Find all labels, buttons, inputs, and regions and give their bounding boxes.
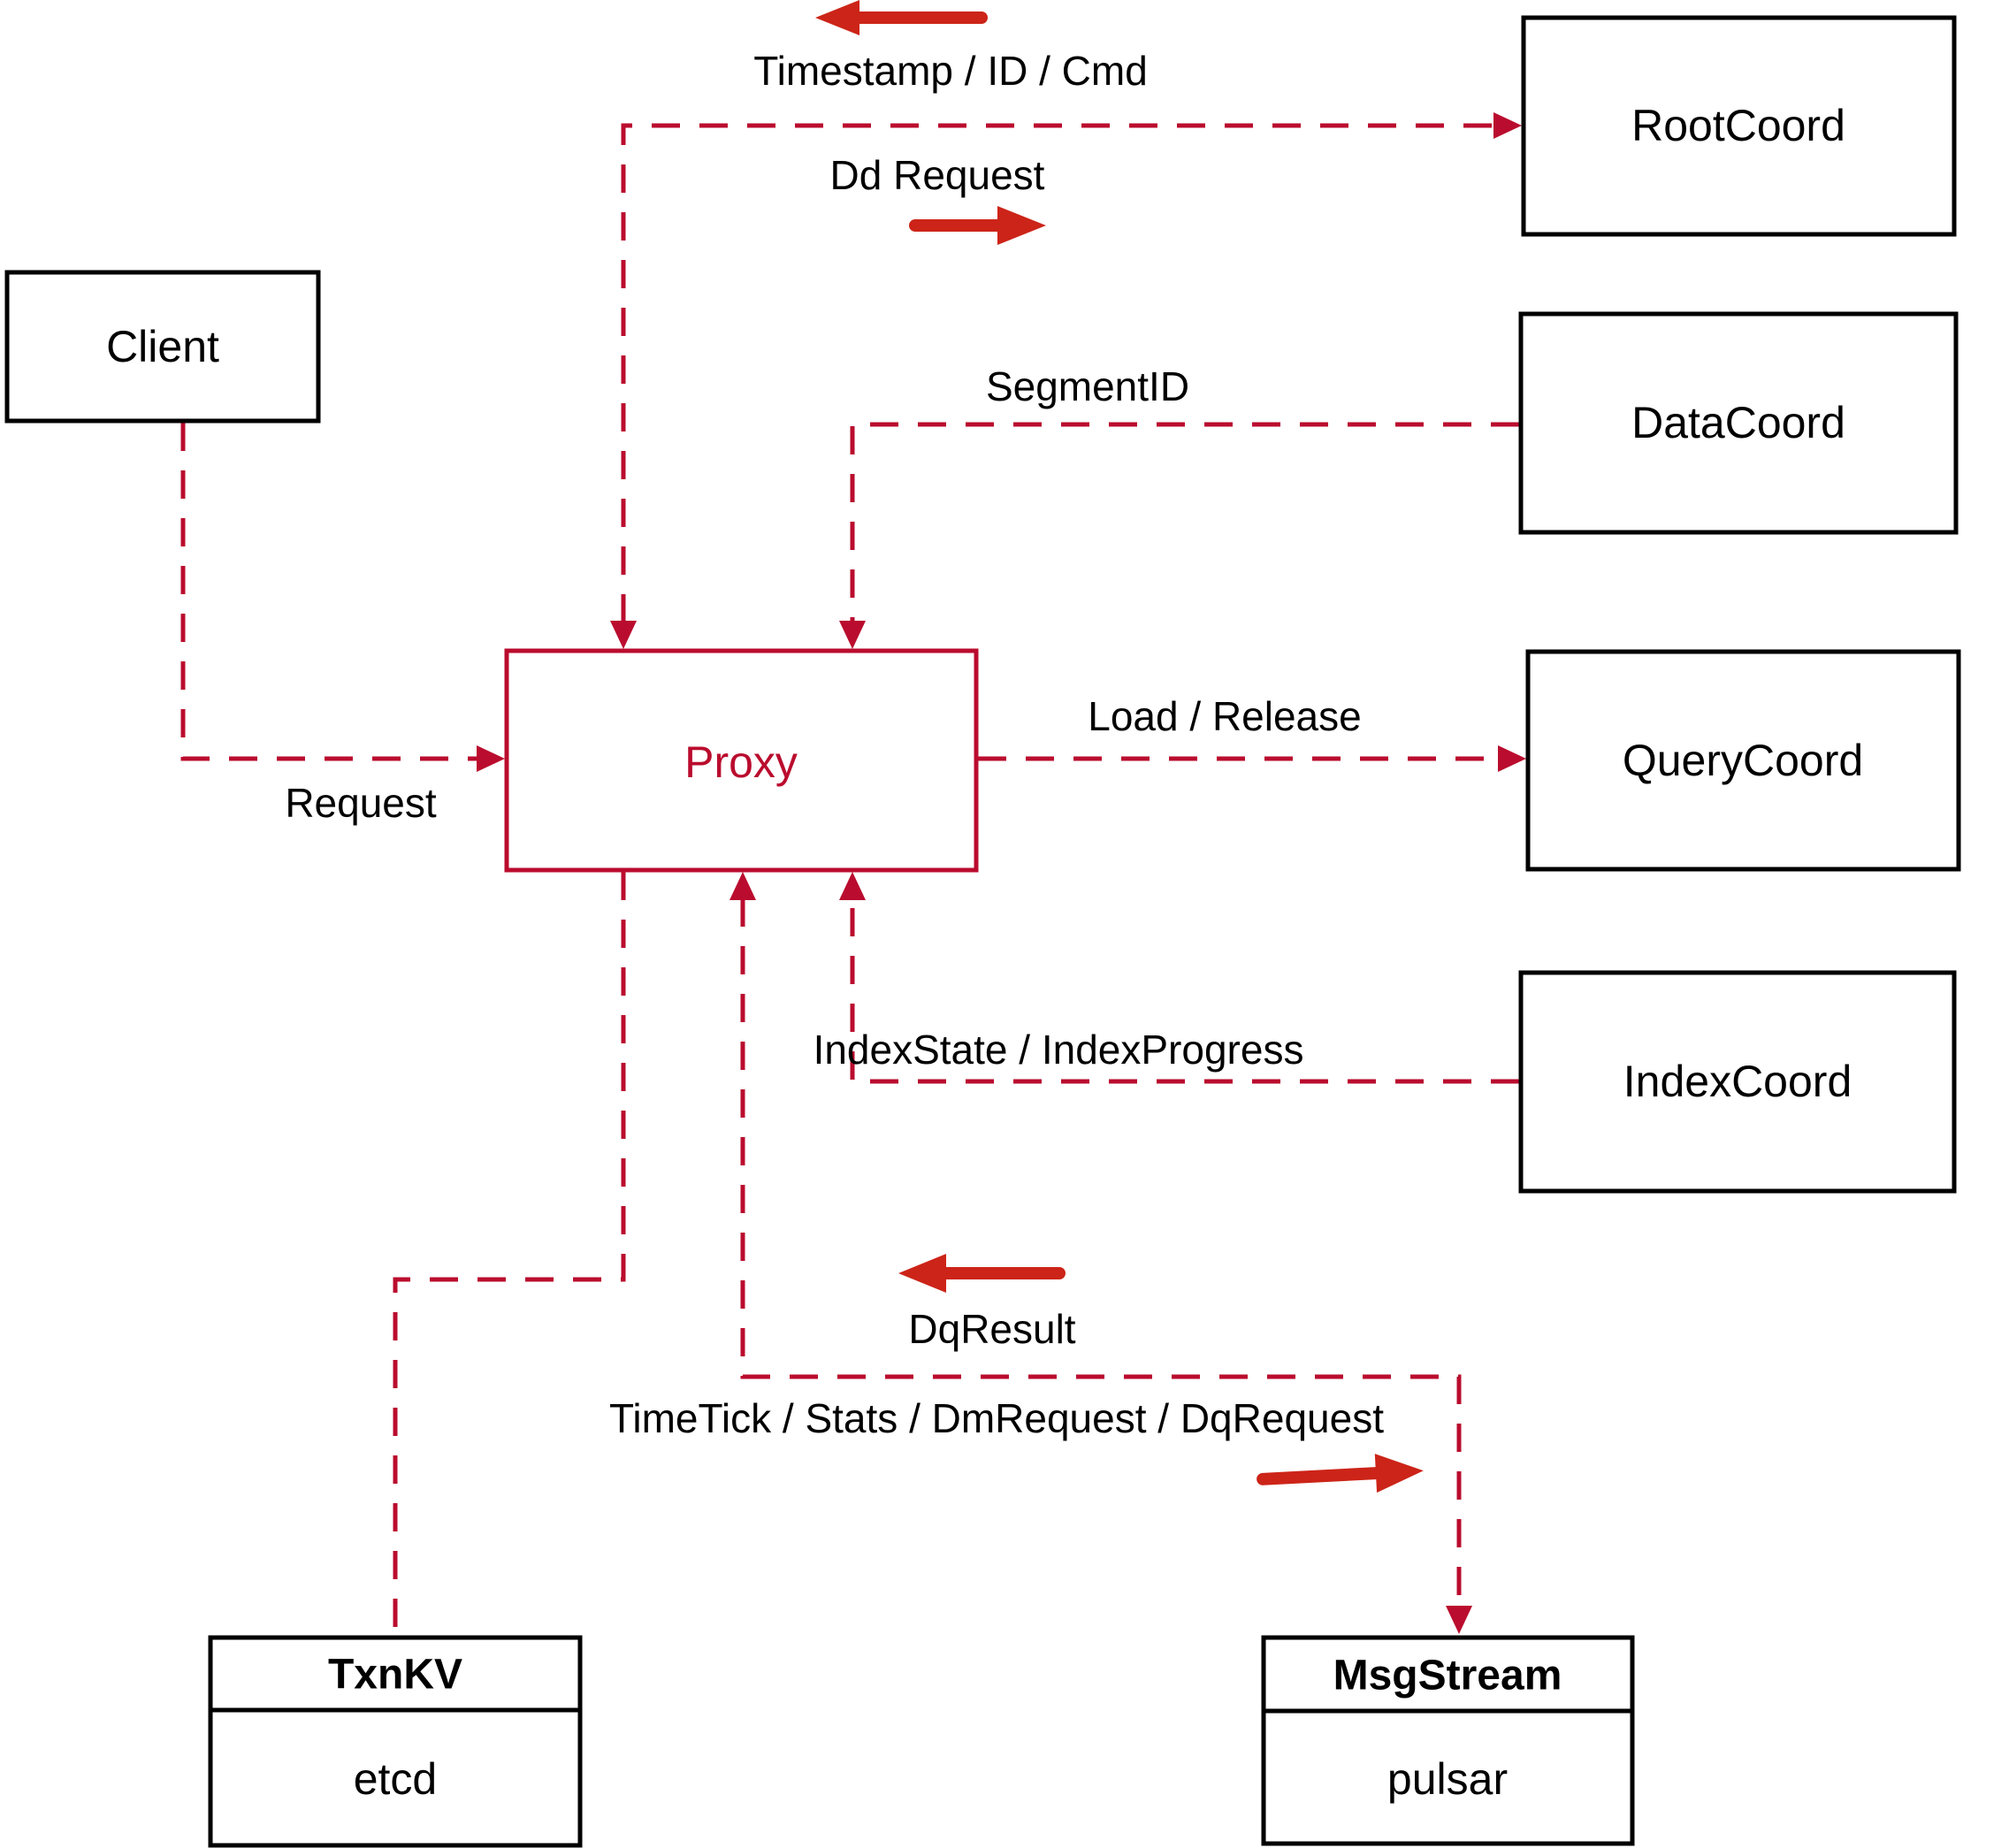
arrowhead-into-querycoord-icon [1498,745,1526,772]
arrowhead-into-proxy-top-icon [839,621,866,649]
txnkv-box [208,1635,583,1848]
arrowhead-into-proxy-bottom-icon [730,872,756,900]
edge-client-proxy [180,423,505,772]
edge-datacoord-proxy-line [850,422,1519,622]
edge-label-request: Request [285,780,437,826]
edge-datacoord-proxy [839,422,1519,649]
flow-arrow-head [1374,1454,1424,1493]
edge-label-indexstate-indexprogress: IndexState / IndexProgress [814,1027,1304,1073]
flow-right-arrow-dd-request-icon [909,206,1046,245]
flow-arrow-head [815,0,859,35]
edge-label-dqresult: DqResult [908,1306,1075,1352]
node-client: Client [4,270,321,424]
edge-label-load-release: Load / Release [1088,693,1361,739]
edge-label-dd-request: Dd Request [830,152,1045,198]
flow-left-arrow-timestamp-icon [815,0,988,35]
edge-proxy-txnkv-line [393,872,626,1636]
edge-proxy-rootcoord-line [621,123,1503,622]
arrowhead-into-proxy-bottom-icon [839,872,866,900]
txnkv-title: TxnKV [328,1652,462,1699]
node-txnkv: TxnKV etcd [208,1635,583,1848]
proxy-box [504,648,979,873]
edge-client-proxy-line [180,423,485,761]
msgstream-title: MsgStream [1333,1653,1562,1699]
arrowhead-into-msgstream-icon [1446,1606,1472,1634]
edge-label-timetick-stats-dmrequest-dqrequest: TimeTick / Stats / DmRequest / DqRequest [609,1395,1384,1441]
node-datacoord: DataCoord [1518,311,1959,535]
flow-arrow-shaft [1257,1467,1382,1485]
edge-proxy-querycoord [978,745,1526,772]
flow-left-arrow-dqresult-icon [898,1254,1066,1293]
indexcoord-box [1518,970,1957,1194]
edge-label-segmentid: SegmentID [986,363,1189,409]
edge-proxy-msgstream-line [740,898,1462,1615]
arrowhead-into-rootcoord-icon [1493,112,1522,139]
node-indexcoord: IndexCoord [1518,970,1957,1194]
msgstream-impl-label: pulsar [1387,1754,1508,1804]
node-msgstream: MsgStream pulsar [1261,1635,1635,1846]
edge-proxy-txnkv [393,872,626,1636]
client-label: Client [106,322,219,371]
edge-proxy-rootcoord [610,112,1522,649]
querycoord-box [1525,649,1961,872]
datacoord-box [1518,311,1959,535]
querycoord-label: QueryCoord [1623,736,1863,785]
datacoord-label: DataCoord [1631,398,1845,447]
arrowhead-into-proxy-top-icon [610,621,637,649]
flow-arrow-head [997,206,1046,245]
edge-indexcoord-proxy [839,872,1519,1084]
rootcoord-label: RootCoord [1631,101,1845,150]
arrowhead-into-proxy-left-icon [477,745,505,772]
txnkv-impl-label: etcd [354,1754,438,1804]
flow-arrow-head [898,1254,946,1293]
indexcoord-label: IndexCoord [1623,1057,1852,1106]
rootcoord-box [1521,15,1957,237]
edge-indexcoord-proxy-line [850,898,1519,1084]
proxy-label: Proxy [684,737,798,787]
edge-label-timestamp-id-cmd: Timestamp / ID / Cmd [753,48,1148,94]
flow-right-arrow-timetick-icon [1257,1454,1424,1493]
edge-proxy-msgstream [730,872,1472,1634]
node-querycoord: QueryCoord [1525,649,1961,872]
client-box [4,270,321,424]
node-proxy: Proxy [504,648,979,873]
node-rootcoord: RootCoord [1521,15,1957,237]
msgstream-box [1261,1635,1635,1846]
